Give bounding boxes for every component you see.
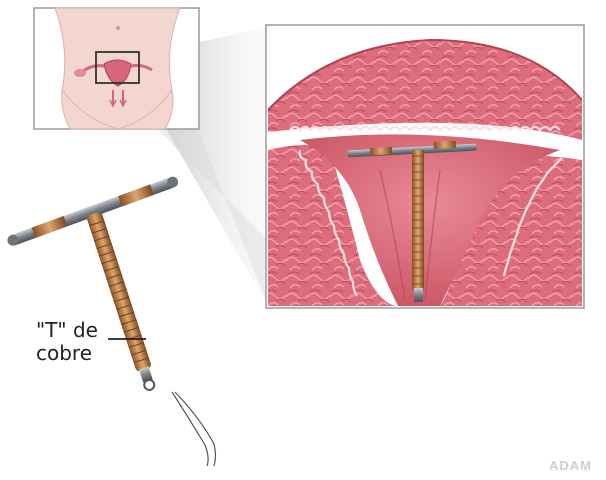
label-line-2: cobre — [36, 342, 98, 365]
label-line-1: "T" de — [36, 319, 98, 342]
copper-t-label: "T" de cobre — [36, 319, 98, 365]
watermark: ADAM — [549, 458, 592, 473]
torso-inset — [34, 8, 199, 129]
uterus-zoom-frame — [266, 25, 584, 308]
